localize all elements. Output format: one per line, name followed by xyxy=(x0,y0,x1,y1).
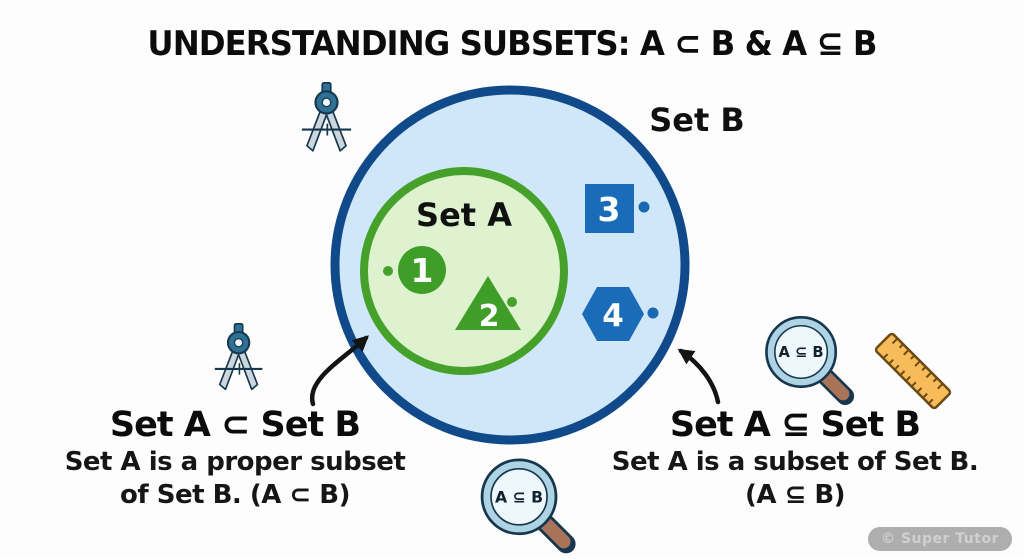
compass-icon xyxy=(300,81,353,152)
magnifier-icon: A ⊆ B xyxy=(482,460,566,544)
element-1-number: 1 xyxy=(411,251,434,290)
subset-line1: Set A is a subset of Set B. xyxy=(611,447,979,477)
subset-note: Set A ⊆ Set B Set A is a subset of Set B… xyxy=(578,404,1012,513)
subset-heading: Set A ⊆ Set B xyxy=(669,405,921,445)
element-1-dot xyxy=(383,266,393,276)
ruler-icon xyxy=(874,332,952,410)
magnifier-icon: A ⊆ B xyxy=(766,317,845,396)
element-2-number: 2 xyxy=(479,299,500,334)
element-1-shape xyxy=(398,246,446,294)
element-3: 3 xyxy=(585,184,650,233)
watermark-badge: © Super Tutor xyxy=(868,527,1012,551)
set-a-label: Set A xyxy=(416,196,512,234)
element-4: 4 xyxy=(582,287,659,341)
element-2-shape xyxy=(455,276,521,330)
element-4-dot xyxy=(647,307,659,319)
set-b-label: Set B xyxy=(649,101,745,139)
element-3-dot xyxy=(638,201,650,213)
right-arrow xyxy=(677,348,721,405)
page-title: UNDERSTANDING SUBSETS: A ⊂ B & A ⊆ B xyxy=(147,24,877,64)
left-arrow xyxy=(309,335,369,407)
element-1: 1 xyxy=(383,246,446,294)
proper-subset-note: Set A ⊂ Set B Set A is a proper subset o… xyxy=(28,404,442,513)
element-2-dot xyxy=(507,297,517,307)
magnifier-label: A ⊆ B xyxy=(779,344,824,361)
subset-line2: (A ⊆ B) xyxy=(744,480,846,511)
element-2: 2 xyxy=(455,276,521,334)
proper-subset-line1: Set A is a proper subset xyxy=(64,447,406,477)
proper-subset-heading: Set A ⊂ Set B xyxy=(109,405,361,445)
proper-subset-line2: of Set B. (A ⊂ B) xyxy=(120,480,350,511)
element-3-shape xyxy=(585,184,634,233)
element-4-shape xyxy=(582,287,644,341)
element-4-number: 4 xyxy=(602,298,624,334)
compass-icon xyxy=(213,322,264,391)
element-3-number: 3 xyxy=(598,190,621,229)
magnifier-label: A ⊆ B xyxy=(495,487,543,506)
